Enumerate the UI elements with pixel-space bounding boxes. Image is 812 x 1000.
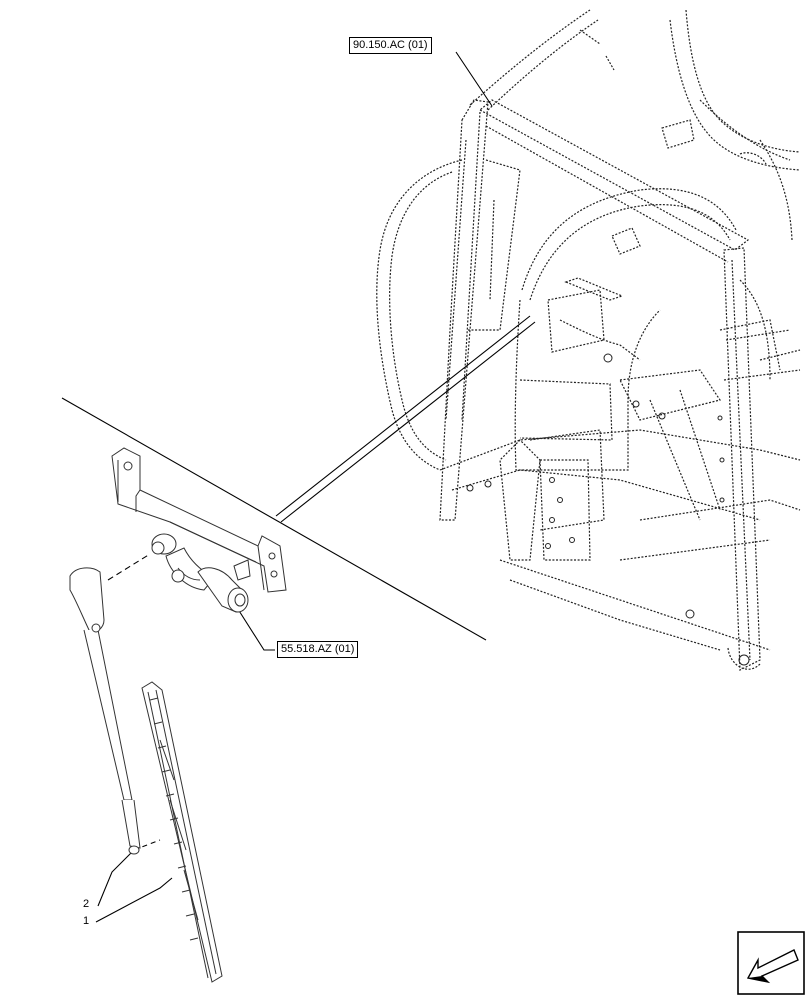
wiper-blade	[141, 681, 223, 983]
cab-frame	[376, 9, 801, 671]
wiper-arm	[69, 567, 141, 855]
wiper-motor	[151, 533, 251, 613]
motor-bracket	[111, 447, 287, 593]
callout-wiper-blade: 1	[83, 915, 90, 927]
back-arrow-icon[interactable]	[737, 931, 805, 995]
leader-lines	[61, 51, 536, 923]
ref-label-wiper-motor[interactable]: 55.518.AZ (01)	[277, 641, 359, 658]
ref-label-cab-frame[interactable]: 90.150.AC (01)	[349, 37, 432, 54]
callout-wiper-arm: 2	[83, 898, 90, 910]
cab-frame-holes	[466, 353, 750, 666]
